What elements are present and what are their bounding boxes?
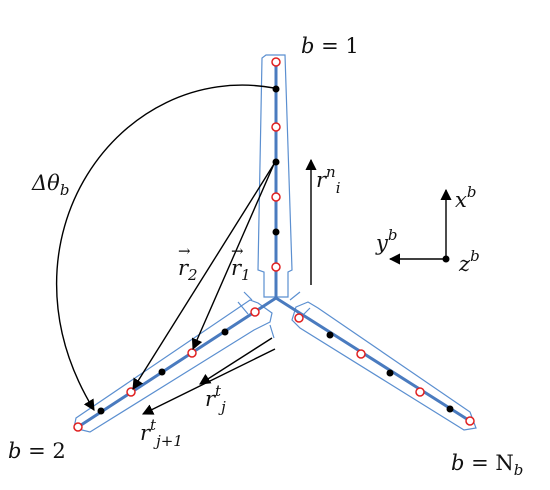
open-node bbox=[73, 422, 83, 432]
solid-node bbox=[97, 407, 105, 415]
blade-N-outline bbox=[291, 301, 477, 431]
solid-node bbox=[221, 328, 229, 336]
r-n-label: rni bbox=[316, 163, 341, 197]
open-node bbox=[271, 57, 281, 67]
open-node bbox=[465, 416, 475, 426]
open-node bbox=[294, 313, 304, 323]
axis-x-label: xb bbox=[455, 183, 476, 212]
r1-label: r1 bbox=[231, 256, 251, 284]
delta-theta-label: Δθb bbox=[31, 171, 69, 199]
open-node bbox=[250, 307, 260, 317]
solid-node bbox=[272, 158, 280, 166]
blade-lines bbox=[76, 60, 472, 429]
blade-1-label: b = 1 bbox=[301, 34, 359, 58]
solid-node bbox=[272, 228, 280, 236]
r2-arrow bbox=[132, 163, 275, 390]
blade-N-label: b = Nb bbox=[451, 451, 523, 479]
r1-vec-arrow: → bbox=[231, 242, 244, 260]
solid-node bbox=[158, 368, 166, 376]
axis-z-label: zb bbox=[458, 247, 480, 276]
blade-N-nodes bbox=[294, 313, 475, 426]
blade-2-nodes bbox=[73, 307, 260, 432]
hub-marks bbox=[237, 291, 311, 339]
blade-1-nodes bbox=[271, 57, 281, 272]
solid-node bbox=[326, 331, 334, 339]
open-node bbox=[126, 387, 136, 397]
axis-y-label: yb bbox=[375, 226, 397, 255]
r1-arrow bbox=[191, 163, 275, 351]
r2-label: r2 bbox=[178, 256, 198, 284]
r2-vec-arrow: → bbox=[178, 242, 191, 260]
solid-node bbox=[446, 405, 454, 413]
open-node bbox=[271, 262, 281, 272]
r-t-arrow bbox=[199, 337, 273, 385]
open-node bbox=[187, 348, 197, 358]
arrows bbox=[55, 84, 452, 415]
open-node bbox=[271, 192, 281, 202]
blade-2-line bbox=[76, 296, 278, 429]
open-node bbox=[271, 122, 281, 132]
open-node bbox=[356, 349, 366, 359]
r-t1-arrow bbox=[141, 348, 276, 415]
solid-node bbox=[386, 369, 394, 377]
blade-N-line bbox=[274, 296, 472, 423]
r-t1-label: rtj+1 bbox=[140, 416, 183, 450]
r-t-label: rtj bbox=[205, 382, 226, 416]
delta-theta-arrow bbox=[55, 84, 275, 411]
solid-node bbox=[272, 85, 280, 93]
open-node bbox=[415, 387, 425, 397]
axis-z-dot bbox=[442, 255, 450, 263]
blade-2-label: b = 2 bbox=[8, 439, 66, 463]
